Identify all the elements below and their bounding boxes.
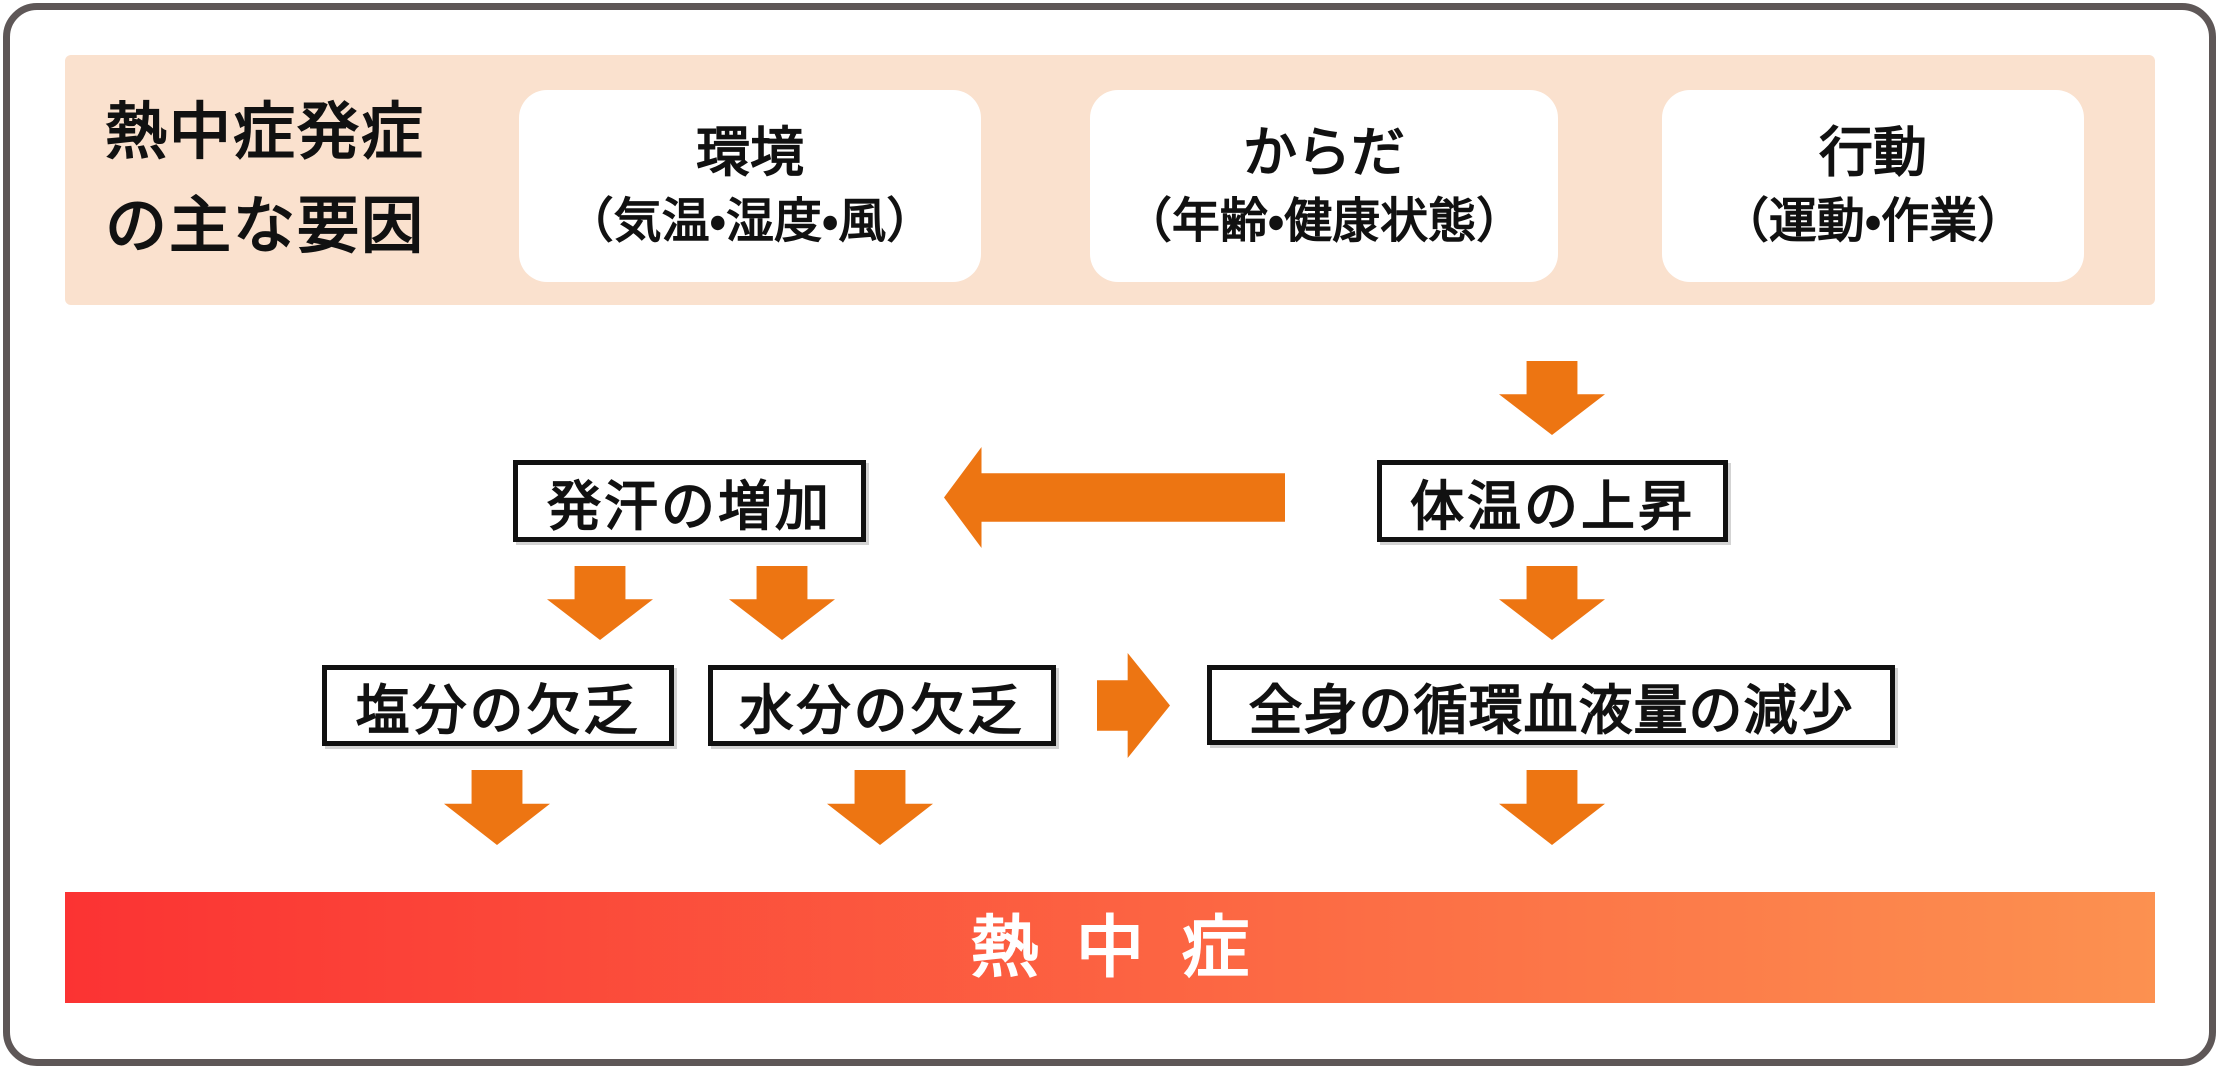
arrow-down-blood-to-result-icon <box>1499 770 1605 845</box>
factor-card-activity: 行動 （運動・作業） <box>1662 90 2084 282</box>
node-salt-deficiency: 塩分の欠乏 <box>322 665 674 746</box>
arrow-left-bodytemp-to-sweat-icon <box>944 447 1285 548</box>
factor-body-detail: （年齢・健康状態） <box>1123 195 1525 249</box>
node-water-deficiency: 水分の欠乏 <box>708 665 1056 746</box>
arrow-down-sweat-to-water-icon <box>729 566 835 640</box>
node-body-temp-rise: 体温の上昇 <box>1377 460 1728 542</box>
result-bar: 熱中症 <box>65 892 2155 1003</box>
factor-activity-detail: （運動・作業） <box>1720 195 2026 249</box>
factor-environment-name: 環境 <box>696 123 804 184</box>
factor-activity-name: 行動 <box>1819 123 1927 184</box>
arrow-right-water-to-blood-icon <box>1097 653 1170 758</box>
arrow-down-water-to-result-icon <box>827 770 933 845</box>
result-label: 熱中症 <box>970 909 1287 986</box>
node-blood-volume-decrease: 全身の循環血液量の減少 <box>1207 665 1895 745</box>
factor-card-body: からだ （年齢・健康状態） <box>1090 90 1558 282</box>
factor-body-name: からだ <box>1243 123 1405 184</box>
arrow-down-salt-to-result-icon <box>444 770 550 845</box>
banner-title: 熱中症発症 の主な要因 <box>105 55 505 305</box>
factor-card-environment: 環境 （気温・湿度・風） <box>519 90 981 282</box>
banner-title-line1: 熱中症発症 <box>105 97 426 167</box>
factor-environment-detail: （気温・湿度・風） <box>565 195 935 249</box>
arrow-down-banner-to-bodytemp-icon <box>1499 361 1605 435</box>
node-sweat-increase: 発汗の増加 <box>513 460 866 542</box>
banner-title-line2: の主な要因 <box>105 192 426 261</box>
arrow-down-bodytemp-to-blood-icon <box>1499 566 1605 640</box>
arrow-down-sweat-to-salt-icon <box>547 566 653 640</box>
